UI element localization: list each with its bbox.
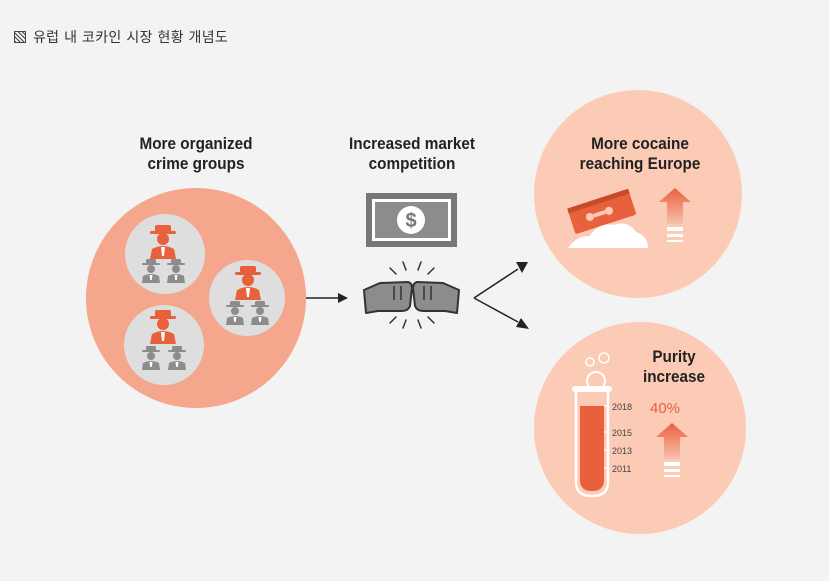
crime-groups-node: [86, 188, 306, 408]
cocaine-pile-icon: [568, 223, 648, 248]
europe-label: More cocaine reaching Europe: [579, 134, 701, 173]
test-tube-icon: [572, 352, 612, 498]
europe-node: [534, 90, 742, 298]
arrow-head-up: [516, 262, 528, 273]
purity-node: 2018 2015 2013 2011: [534, 322, 746, 534]
increase-arrow-icon: [659, 188, 691, 242]
gang-cluster: [125, 214, 205, 294]
purity-percentage: 40%: [650, 400, 681, 417]
crime-groups-label: More organized crime groups: [139, 134, 253, 173]
hatch-box-icon: [14, 31, 26, 43]
gang-cluster: [124, 305, 204, 385]
fists-clash-icon: [363, 261, 460, 329]
branch-arrows: [473, 268, 519, 323]
year-tick: 2011: [612, 464, 631, 474]
increase-arrow-icon: [656, 423, 688, 477]
competition-label: Increased market competition: [349, 134, 475, 173]
arrow-head-down: [516, 318, 529, 329]
money-icon: $: [366, 193, 457, 247]
arrow-to-competition: [306, 293, 348, 303]
figure-title: 유럽 내 코카인 시장 현황 개념도: [33, 30, 229, 46]
razor-blade-icon: [567, 188, 636, 234]
year-tick: 2018: [612, 402, 632, 412]
year-tick: 2013: [612, 446, 632, 456]
purity-label: Purity increase: [642, 347, 706, 386]
europe-circle: [534, 90, 742, 298]
year-tick: 2015: [612, 428, 632, 438]
svg-text:$: $: [405, 210, 416, 232]
gang-cluster: [209, 260, 285, 336]
figure-header: 유럽 내 코카인 시장 현황 개념도: [14, 27, 228, 47]
